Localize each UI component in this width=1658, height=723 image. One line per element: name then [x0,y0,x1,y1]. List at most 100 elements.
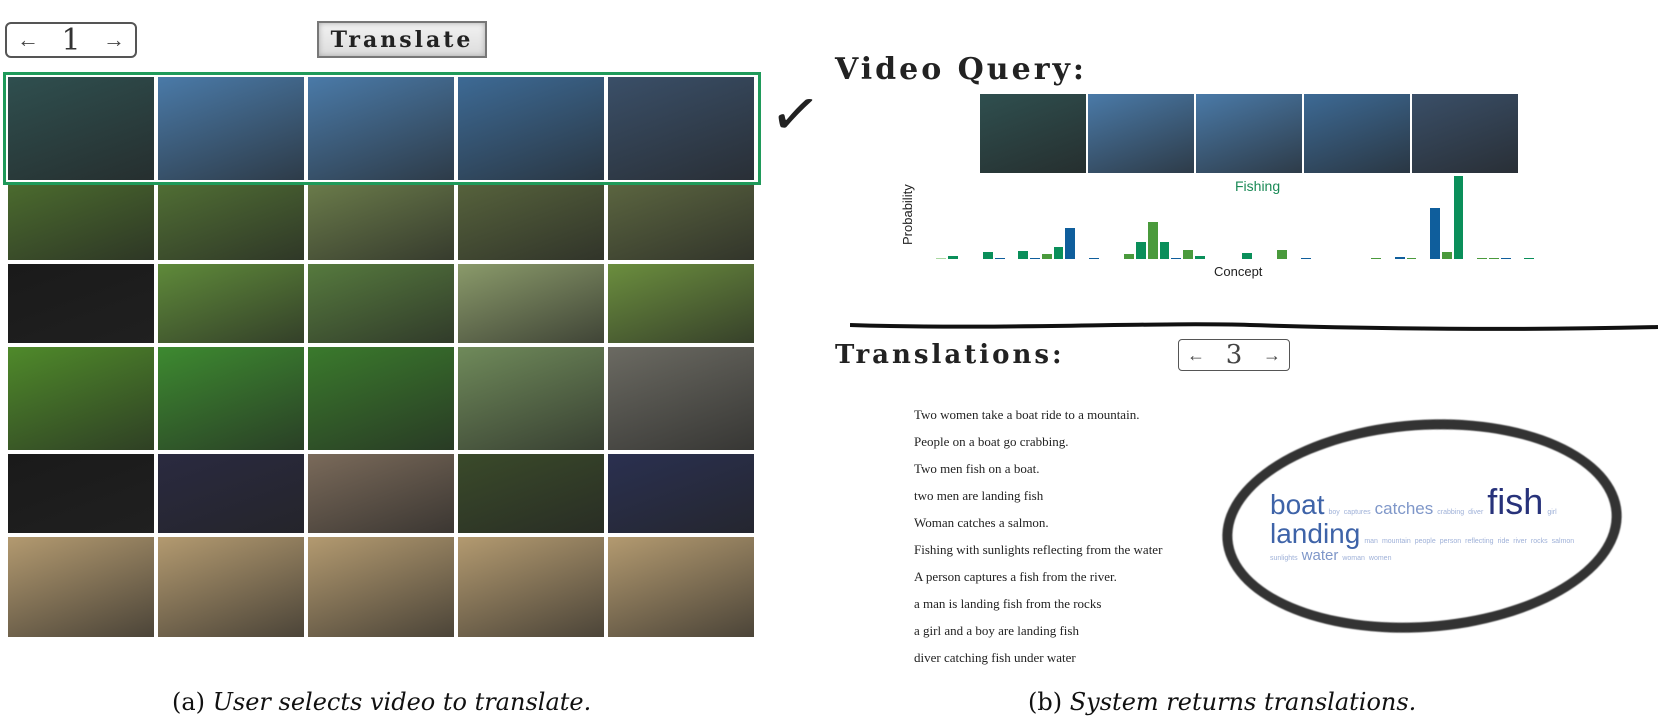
video-frame-thumbnail[interactable] [8,537,154,637]
video-frame-thumbnail[interactable] [458,264,604,343]
video-frame-thumbnail[interactable] [608,77,754,180]
translation-item: Fishing with sunlights reflecting from t… [914,542,1163,557]
word-cloud-term[interactable]: boat [1270,489,1325,520]
word-cloud-term[interactable]: people [1414,538,1436,545]
chart-bar[interactable] [1030,258,1040,259]
video-row[interactable] [3,72,761,185]
video-frame-thumbnail[interactable] [308,454,454,533]
video-row[interactable] [8,454,756,533]
query-frame-thumbnail [1088,94,1194,173]
video-frame-thumbnail[interactable] [308,264,454,343]
word-cloud-term[interactable]: fish [1487,481,1544,522]
word-cloud-term[interactable]: boy [1328,509,1340,516]
chart-bar[interactable] [1406,258,1417,259]
translation-item: People on a boat go crabbing. [914,434,1069,449]
video-frame-thumbnail[interactable] [608,184,754,260]
chart-bar[interactable] [1394,257,1405,259]
chart-bar[interactable] [1524,258,1535,259]
chart-bar[interactable] [1159,241,1170,259]
video-frame-thumbnail[interactable] [158,264,304,343]
video-frame-thumbnail[interactable] [308,77,454,180]
chart-bar[interactable] [1124,254,1135,259]
translate-button[interactable]: Translate [317,21,487,58]
next-page-arrow-icon[interactable]: → [103,27,125,52]
chart-bar[interactable] [994,258,1005,259]
word-cloud-term[interactable]: mountain [1381,538,1411,545]
chart-bar[interactable] [947,255,958,259]
chart-bar[interactable] [1453,176,1464,259]
chart-bar[interactable] [1183,249,1193,259]
word-cloud-term[interactable]: women [1368,555,1392,562]
word-cloud-term[interactable]: landing [1270,518,1361,549]
word-cloud-term[interactable]: rocks [1530,538,1548,545]
chart-bar[interactable] [1241,253,1252,259]
chart-bar[interactable] [1147,221,1158,259]
chart-bar[interactable] [1500,258,1511,259]
video-frame-thumbnail[interactable] [158,77,304,180]
chart-bar[interactable] [1041,254,1052,259]
chart-bar[interactable] [1018,250,1029,259]
video-frame-thumbnail[interactable] [458,454,604,533]
video-frame-thumbnail[interactable] [308,537,454,637]
video-frame-thumbnail[interactable] [458,77,604,180]
chart-bar[interactable] [1088,258,1099,259]
chart-bar[interactable] [936,258,946,259]
video-frame-thumbnail[interactable] [158,537,304,637]
chart-bar[interactable] [1441,252,1452,259]
word-cloud-term[interactable]: reflecting [1465,538,1494,545]
chart-bar[interactable] [1277,249,1287,259]
video-frame-thumbnail[interactable] [308,347,454,450]
word-cloud-term[interactable]: sunlights [1270,555,1298,562]
video-frame-thumbnail[interactable] [8,347,154,450]
word-cloud-term[interactable]: crabbing [1437,509,1465,516]
chart-bar[interactable] [1136,242,1146,259]
video-frame-thumbnail[interactable] [608,347,754,450]
video-query-title: Video Query: [835,52,1088,87]
word-cloud-term[interactable]: man [1364,538,1378,545]
word-cloud-term[interactable]: catches [1374,499,1434,518]
chart-bar[interactable] [1430,207,1440,259]
word-cloud-term[interactable]: diver [1468,509,1484,516]
video-frame-thumbnail[interactable] [458,537,604,637]
word-cloud-term[interactable]: water [1301,547,1339,564]
chart-bar[interactable] [1300,258,1311,259]
word-cloud-term[interactable]: person [1439,538,1462,545]
chart-bar[interactable] [1371,258,1382,259]
video-row[interactable] [8,264,756,343]
word-cloud-term[interactable]: girl [1547,509,1557,516]
video-row[interactable] [8,537,756,637]
word-cloud-term[interactable]: woman [1342,555,1365,562]
video-frame-thumbnail[interactable] [8,77,154,180]
caption-b-label: (b) [1028,688,1063,716]
video-frame-thumbnail[interactable] [458,347,604,450]
video-frame-thumbnail[interactable] [8,454,154,533]
word-cloud-term[interactable]: river [1513,538,1527,545]
video-frame-thumbnail[interactable] [8,264,154,343]
chart-bar[interactable] [1065,228,1076,259]
word-cloud-term[interactable]: salmon [1551,538,1575,545]
prev-translation-arrow-icon[interactable]: ← [1187,344,1205,365]
chart-bar[interactable] [1488,258,1499,259]
video-frame-thumbnail[interactable] [608,264,754,343]
video-frame-thumbnail[interactable] [608,454,754,533]
word-cloud-term[interactable]: captures [1343,509,1371,516]
video-row[interactable] [8,347,756,450]
translation-item: diver catching fish under water [914,650,1076,665]
video-frame-thumbnail[interactable] [308,184,454,260]
prev-page-arrow-icon[interactable]: ← [17,27,39,52]
word-cloud-term[interactable]: ride [1497,538,1510,545]
chart-bar[interactable] [1194,255,1205,259]
video-row[interactable] [8,184,756,260]
caption-b-text: System returns translations. [1069,688,1417,716]
video-frame-thumbnail[interactable] [458,184,604,260]
chart-bar[interactable] [1053,246,1064,259]
next-translation-arrow-icon[interactable]: → [1262,344,1281,365]
video-frame-thumbnail[interactable] [158,184,304,260]
chart-bar[interactable] [1171,258,1182,259]
chart-bar[interactable] [1477,258,1487,259]
video-frame-thumbnail[interactable] [8,184,154,260]
chart-bar[interactable] [983,252,993,259]
video-frame-thumbnail[interactable] [158,454,304,533]
video-frame-thumbnail[interactable] [158,347,304,450]
video-frame-thumbnail[interactable] [608,537,754,637]
